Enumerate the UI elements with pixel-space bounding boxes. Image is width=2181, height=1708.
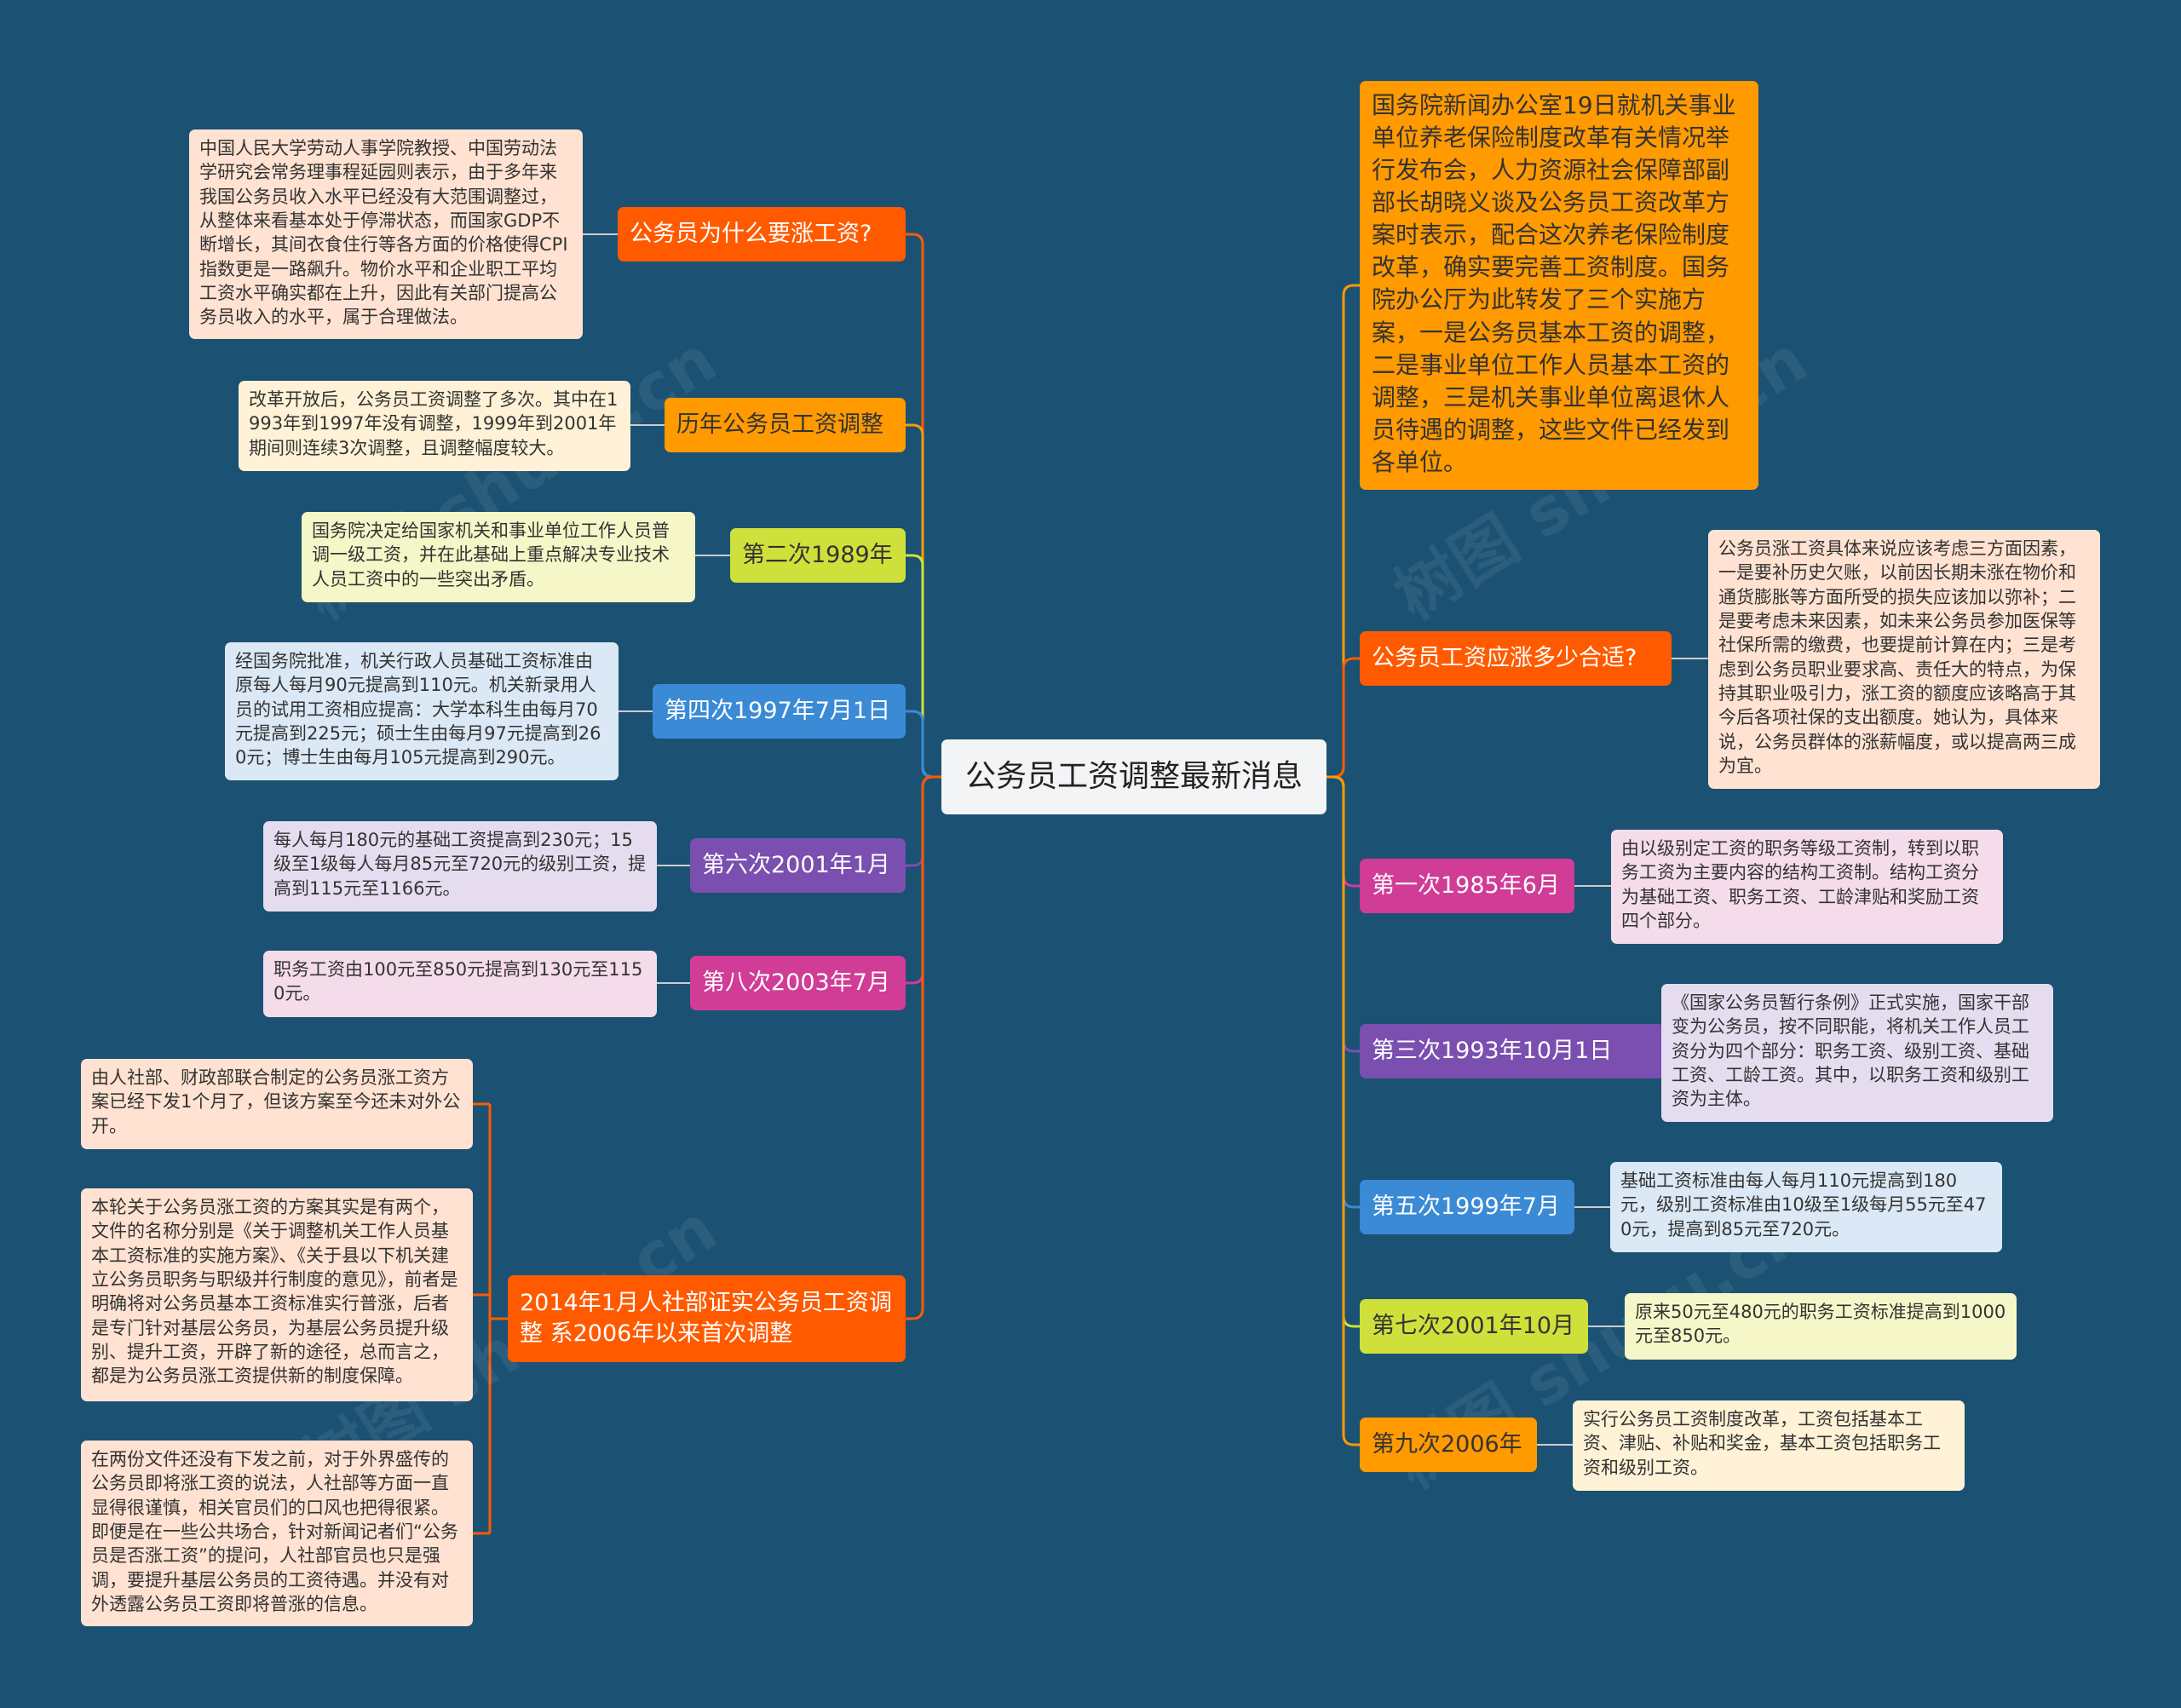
note-2014-2: 本轮关于公务员涨工资的方案其实是有两个，文件的名称分别是《关于调整机关工作人员基… [81,1188,473,1401]
note-2003: 职务工资由100元至850元提高到130元至1150元。 [263,951,657,1017]
branch-1985[interactable]: 第一次1985年6月 [1360,859,1574,913]
note-1993: 《国家公务员暂行条例》正式实施，国家干部变为公务员，按不同职能，将机关工作人员工… [1661,984,2053,1122]
branch-2001-oct[interactable]: 第七次2001年10月 [1360,1299,1588,1354]
note-why-raise: 中国人民大学劳动人事学院教授、中国劳动法学研究会常务理事程延园则表示，由于多年来… [189,129,583,339]
central-topic[interactable]: 公务员工资调整最新消息 [941,739,1326,814]
branch-how-much[interactable]: 公务员工资应涨多少合适? [1360,631,1672,686]
branch-2014[interactable]: 2014年1月人社部证实公务员工资调整 系2006年以来首次调整 [508,1275,906,1362]
note-2001-jan: 每人每月180元的基础工资提高到230元；15级至1级每人每月85元至720元的… [263,821,657,912]
branch-1999[interactable]: 第五次1999年7月 [1360,1180,1574,1234]
note-2001-oct: 原来50元至480元的职务工资标准提高到1000元至850元。 [1625,1293,2017,1360]
branch-1989[interactable]: 第二次1989年 [730,528,906,583]
branch-2003[interactable]: 第八次2003年7月 [690,956,906,1010]
note-1989: 国务院决定给国家机关和事业单位工作人员普调一级工资，并在此基础上重点解决专业技术… [302,512,695,602]
note-2014-1: 由人社部、财政部联合制定的公务员涨工资方案已经下发1个月了，但该方案至今还未对外… [81,1059,473,1149]
branch-2001-jan[interactable]: 第六次2001年1月 [690,838,906,893]
note-history: 改革开放后，公务员工资调整了多次。其中在1993年到1997年没有调整，1999… [239,381,630,471]
note-1999: 基础工资标准由每人每月110元提高到180元，级别工资标准由10级至1级每月55… [1610,1162,2002,1252]
connector [1326,657,1360,779]
branch-1997[interactable]: 第四次1997年7月1日 [653,684,906,739]
branch-2006[interactable]: 第九次2006年 [1360,1418,1537,1472]
connector [906,775,941,1320]
branch-history[interactable]: 历年公务员工资调整 [665,398,906,452]
note-2006: 实行公务员工资制度改革，工资包括基本工资、津贴、补贴和奖金，基本工资包括职务工资… [1573,1400,1965,1491]
note-1997: 经国务院批准，机关行政人员基础工资标准由原每人每月90元提高到110元。机关新录… [225,642,619,780]
news-summary[interactable]: 国务院新闻办公室19日就机关事业单位养老保险制度改革有关情况举行发布会，人力资源… [1360,81,1758,490]
branch-1993[interactable]: 第三次1993年10月1日 [1360,1024,1664,1078]
connector [1326,775,1360,1446]
note-1985: 由以级别定工资的职务等级工资制，转到以职务工资为主要内容的结构工资制。结构工资分… [1611,830,2003,944]
branch-why-raise[interactable]: 公务员为什么要涨工资? [618,207,906,262]
note-how-much: 公务员涨工资具体来说应该考虑三方面因素，一是要补历史欠账，以前因长期未涨在物价和… [1708,530,2100,789]
connector [906,710,941,779]
note-2014-3: 在两份文件还没有下发之前，对于外界盛传的公务员即将涨工资的说法，人社部等方面一直… [81,1441,473,1626]
